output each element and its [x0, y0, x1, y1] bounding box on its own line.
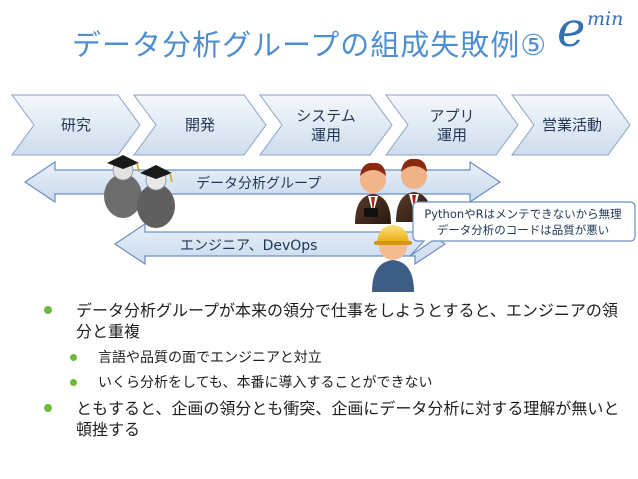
- chevron-development: [133, 94, 267, 156]
- chevron-system-ops: [259, 94, 393, 156]
- businessman-figure-icon: [355, 162, 391, 224]
- graduate-figure-icon: [104, 155, 142, 218]
- bullet-text: いくら分析をしても、本番に導入することができない: [98, 375, 433, 391]
- engineers-label: エンジニア、DevOps: [180, 238, 318, 254]
- sub-bullet-item: いくら分析をしても、本番に導入することができない: [44, 373, 629, 393]
- speech-bubble-line2: データ分析のコードは品質が悪い: [436, 223, 610, 237]
- graduate-figure-icon-2: [137, 165, 175, 228]
- bullet-dot-icon: [70, 379, 77, 386]
- logo-letter: e: [557, 2, 586, 58]
- stage-label: 開発: [184, 116, 215, 134]
- bullet-dot-icon: [44, 306, 52, 314]
- data-group-label: データ分析グループ: [196, 176, 322, 192]
- bullet-item: ともすると、企画の領分とも衝突、企画にデータ分析に対する理解が無いと頓挫する: [44, 398, 629, 440]
- sub-bullet-item: 言語や品質の面でエンジニアと対立: [44, 348, 629, 368]
- bullet-item: データ分析グループが本来の領分で仕事をしようとすると、エンジニアの領分と重複: [44, 300, 629, 342]
- stage-label-line2: 運用: [310, 125, 341, 144]
- stage-app-ops: アプリ 運用: [408, 95, 496, 156]
- speech-bubble-text: PythonやRはメンテできないから無理 データ分析のコードは品質が悪い: [414, 206, 632, 238]
- chevron-research: [11, 94, 141, 156]
- bullet-text: 言語や品質の面でエンジニアと対立: [98, 350, 322, 366]
- stage-label-line2: 運用: [436, 125, 467, 144]
- stage-label: 研究: [60, 116, 91, 134]
- process-chevrons: [11, 94, 631, 156]
- stage-research: 研究: [34, 95, 118, 156]
- logo-superscript: min: [587, 8, 624, 30]
- bullet-dot-icon: [44, 404, 52, 412]
- stage-label-line1: アプリ: [429, 106, 475, 125]
- stage-label-line1: システム: [296, 106, 356, 125]
- speech-bubble-line1: PythonやRはメンテできないから無理: [424, 207, 622, 221]
- bullet-text: データ分析グループが本来の領分で仕事をしようとすると、エンジニアの領分と重複: [76, 301, 618, 341]
- chevron-sales: [511, 94, 631, 156]
- emin-logo: e min: [557, 2, 633, 60]
- bullet-list: データ分析グループが本来の領分で仕事をしようとすると、エンジニアの領分と重複 言…: [44, 300, 629, 446]
- stage-development: 開発: [156, 95, 244, 156]
- bullet-text: ともすると、企画の領分とも衝突、企画にデータ分析に対する理解が無いと頓挫する: [76, 399, 620, 439]
- chevron-app-ops: [385, 94, 519, 156]
- bullet-dot-icon: [70, 354, 77, 361]
- stage-sales: 営業活動: [534, 95, 610, 156]
- engineers-band-arrow: [113, 222, 447, 266]
- slide-title: データ分析グループの組成失敗例⑤: [72, 28, 548, 62]
- stage-label: 営業活動: [541, 116, 602, 134]
- speech-bubble: [409, 201, 636, 257]
- construction-worker-icon: [372, 225, 414, 292]
- stage-system-ops: システム 運用: [282, 95, 370, 156]
